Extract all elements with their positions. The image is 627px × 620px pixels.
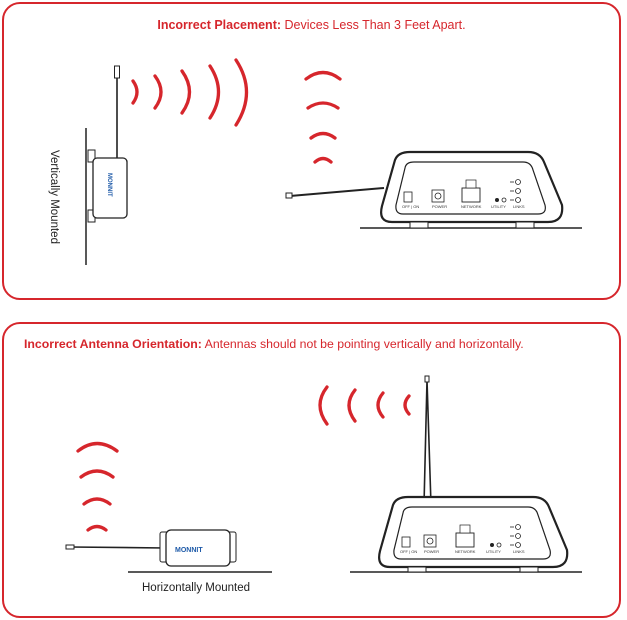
vertical-sensor: MONNIT bbox=[87, 149, 128, 223]
status-led-icon bbox=[490, 543, 494, 547]
gateway-antenna-horizontal bbox=[289, 187, 385, 197]
horizontally-mounted-caption: Horizontally Mounted bbox=[142, 582, 251, 594]
heading-bold: Incorrect Placement: bbox=[157, 18, 282, 32]
heading-rest: Antennas should not be pointing vertical… bbox=[201, 337, 524, 351]
port-label: LINKS bbox=[513, 204, 525, 209]
incorrect-placement-heading: Incorrect Placement: Devices Less Than 3… bbox=[4, 18, 619, 32]
port-label: NETWORK bbox=[455, 549, 476, 554]
wifi-signal-icon bbox=[510, 179, 521, 203]
horizontal-sensor: MONNIT bbox=[159, 529, 237, 567]
antenna-tip bbox=[114, 65, 120, 79]
port-label: OFF | ON bbox=[402, 204, 419, 209]
port-label: NETWORK bbox=[461, 204, 482, 209]
gateway-signal-waves bbox=[304, 70, 342, 164]
antenna-tip bbox=[285, 192, 293, 199]
port-label: LINKS bbox=[513, 549, 525, 554]
sensor-signal-waves bbox=[76, 441, 119, 532]
port-label: POWER bbox=[432, 204, 447, 209]
heading-bold: Incorrect Antenna Orientation: bbox=[24, 337, 202, 351]
sensor-signal-waves bbox=[131, 58, 249, 127]
antenna-tip bbox=[424, 375, 430, 383]
gateway-device-bottom: OFF | ON POWER NETWORK UTILITY LINKS bbox=[378, 495, 569, 573]
gateway-signal-waves bbox=[318, 385, 411, 426]
power-jack-icon bbox=[431, 189, 445, 203]
incorrect-orientation-heading: Incorrect Antenna Orientation: Antennas … bbox=[24, 337, 619, 351]
sensor-logo: MONNIT bbox=[175, 547, 203, 554]
vertically-mounted-caption: Vertically Mounted bbox=[48, 150, 60, 244]
heading-rest: Devices Less Than 3 Feet Apart. bbox=[281, 18, 466, 32]
antenna-tip bbox=[65, 544, 75, 550]
port-label: UTILITY bbox=[486, 549, 501, 554]
wifi-signal-icon bbox=[510, 524, 521, 548]
sensor-antenna-horizontal bbox=[69, 546, 167, 549]
status-led-icon bbox=[495, 198, 499, 202]
ethernet-port-icon bbox=[455, 532, 475, 548]
gateway-device-top: OFF | ON POWER NETWORK UTILITY LINKS bbox=[380, 150, 564, 229]
port-label: POWER bbox=[424, 549, 439, 554]
ethernet-port-icon bbox=[461, 187, 481, 203]
power-jack-icon bbox=[423, 534, 437, 548]
incorrect-orientation-panel: Incorrect Antenna Orientation: Antennas … bbox=[2, 322, 621, 618]
port-label: OFF | ON bbox=[400, 549, 417, 554]
sensor-logo: MONNIT bbox=[106, 173, 112, 197]
gateway-antenna-vertical bbox=[423, 379, 432, 506]
port-label: UTILITY bbox=[491, 204, 506, 209]
